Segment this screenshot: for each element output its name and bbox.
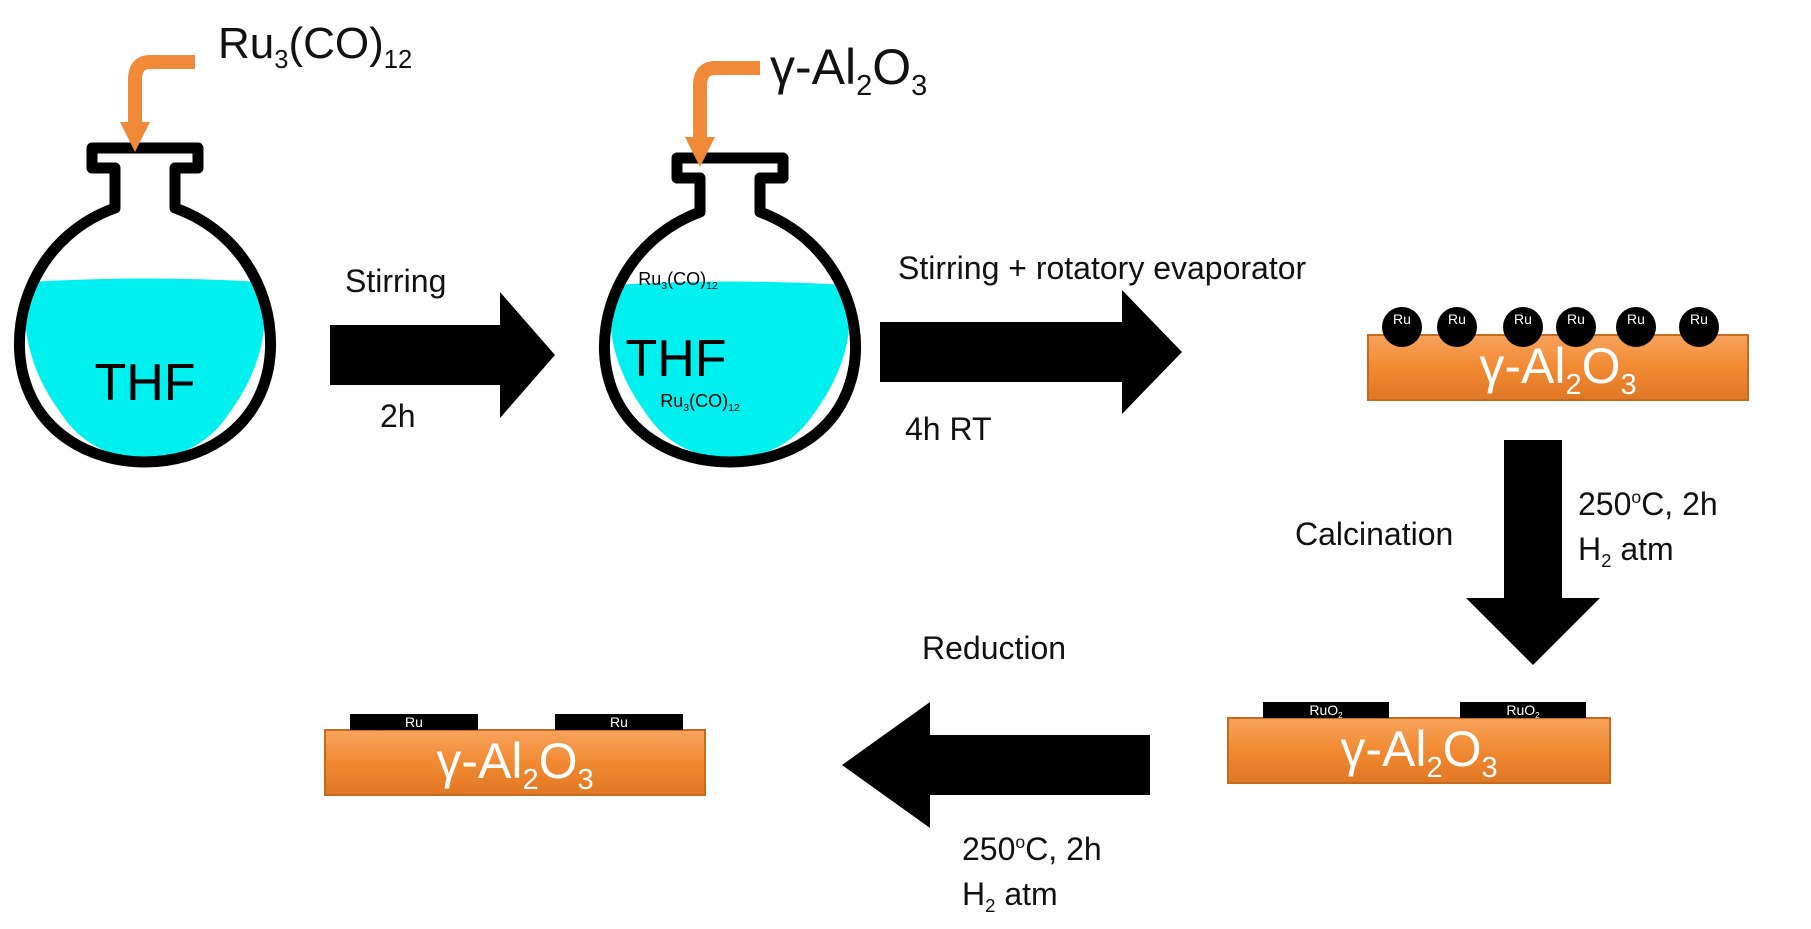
ru-particle-4: Ru [1556,307,1596,347]
ruo2-film-2: RuO2 [1460,702,1586,721]
step-4-atmosphere-text: H2 atm [962,876,1058,917]
step-2-condition: Stirring + rotatory evaporator [898,250,1307,286]
support-bottom-right-text: γ-Al2O3 [1340,721,1498,785]
ru-film-1: Ru [350,714,478,730]
flask-1-solvent: THF [94,354,196,412]
ru-film-2-label: Ru [610,714,628,730]
step-3-atmosphere: H2 atm [1578,531,1674,572]
step-1-condition: Stirring [345,263,447,299]
ru-particle-1-label: Ru [1393,311,1411,327]
flask-1-solution [25,278,265,458]
support-bottom-right-label: γ-Al2O3 [1340,721,1498,785]
step-3-atmosphere-text: H2 atm [1578,531,1674,572]
ru-particle-3: Ru [1503,307,1543,347]
step-2-time: 4h RT [905,411,992,447]
ru-particle-4-label: Ru [1567,311,1585,327]
reaction-arrow-2 [880,290,1182,414]
reduction-arrow [842,702,1150,828]
ru-particle-5: Ru [1616,307,1656,347]
step-1-time: 2h [380,398,416,434]
ruo2-film-1-label: RuO2 [1309,702,1343,721]
flask-2-precursor-bottom-text: Ru3(CO)12 [660,391,740,414]
ru-particle-2: Ru [1437,307,1477,347]
flask-1-outline [13,142,277,468]
ru-particle-5-label: Ru [1627,311,1645,327]
ru-particle-1: Ru [1382,307,1422,347]
reaction-arrow-1 [330,292,555,418]
support-top-right [1367,334,1749,401]
ru-film-1-label: Ru [405,714,423,730]
step-4-atmosphere: H2 atm [962,876,1058,917]
funnel-arrow-2 [685,61,760,167]
ru-particle-3-label: Ru [1514,311,1532,327]
support-bottom-left-text: γ-Al2O3 [436,733,594,797]
flask-2-precursor-top: Ru3(CO)12 [638,269,718,292]
support-top-right-text: γ-Al2O3 [1479,338,1637,402]
step-3-name: Calcination [1295,516,1454,552]
ru-particle-6-label: Ru [1690,311,1708,327]
flask-2-precursor-bottom: Ru3(CO)12 [660,391,740,414]
ruo2-film-1: RuO2 [1263,702,1389,721]
funnel-arrow-1 [120,55,195,152]
support-bottom-left-label: γ-Al2O3 [436,733,594,797]
step-4-name: Reduction [922,630,1067,666]
flask-2-precursor-top-text: Ru3(CO)12 [638,269,718,292]
step-3-temperature-text: 250oC, 2h [1578,486,1718,522]
support-top-right-label: γ-Al2O3 [1479,338,1637,402]
ru-particle-2-label: Ru [1448,311,1466,327]
flask-1 [13,142,277,468]
flask-2-solvent: THF [625,330,727,388]
calcination-arrow [1466,440,1600,665]
precursor-label: Ru3(CO)12 [218,19,413,74]
step-3-temperature: 250oC, 2h [1578,488,1718,520]
flask-2-outline [598,152,862,468]
flask-2 [598,152,862,468]
flask-2-solution [610,281,850,458]
support-bottom-right [1227,717,1611,784]
support-bottom-left [324,729,706,796]
ruo2-film-2-label: RuO2 [1506,702,1540,721]
step-4-temperature-text: 250oC, 2h [962,831,1102,867]
step-4-temperature: 250oC, 2h [962,833,1102,865]
ru-particle-6: Ru [1679,307,1719,347]
precursor-formula: Ru3(CO)12 [218,19,413,74]
support-label-top: γ-Al2O3 [770,39,928,103]
ru-film-2: Ru [555,714,683,730]
support-formula-top: γ-Al2O3 [770,39,928,103]
